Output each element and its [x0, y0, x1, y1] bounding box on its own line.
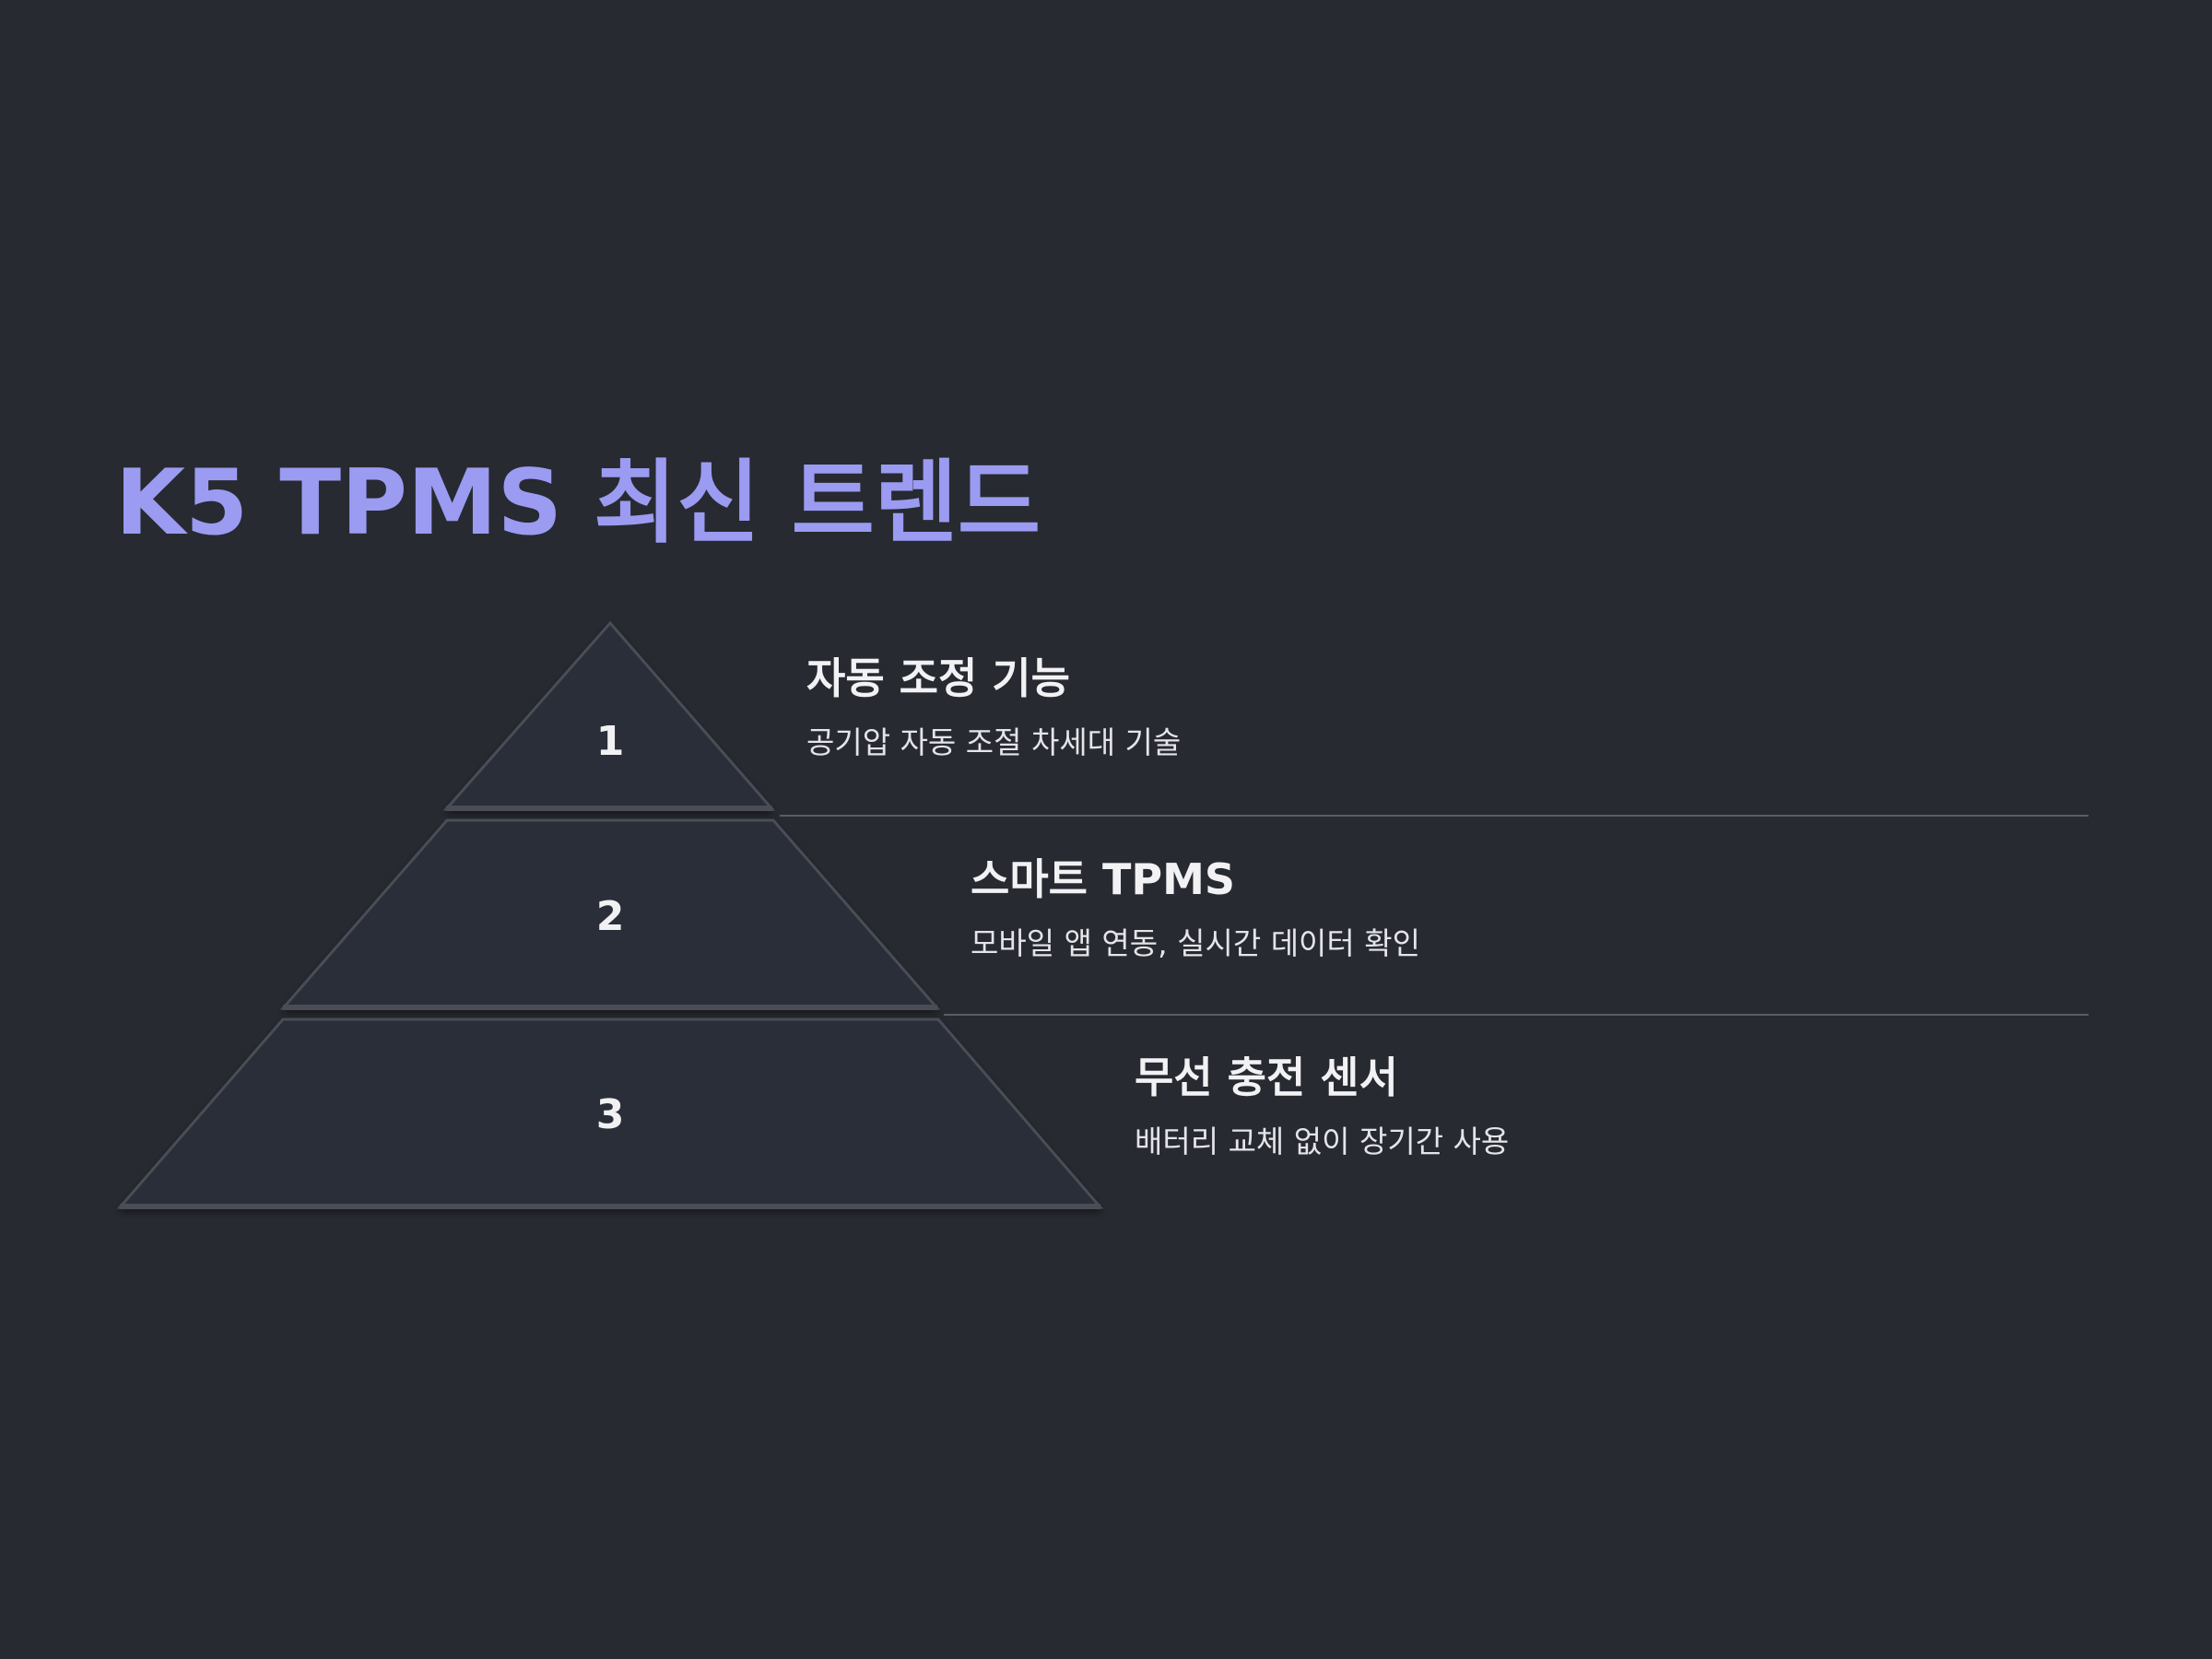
- tier-3-heading: 무선 충전 센서: [1135, 1053, 1398, 1102]
- tier-3-description: 배터리 교체 없이 장기간 사용: [1135, 1124, 1510, 1159]
- slide-title: K5 TPMS 최신 트렌드: [115, 451, 1041, 556]
- tier-2-text: 스마트 TPMS 모바일 앱 연동, 실시간 데이터 확인: [971, 852, 1420, 966]
- tier-1-text: 자동 조정 기능 공기압 자동 조절 차세대 기술: [806, 651, 1181, 765]
- pyramid-tier-1-base-edge: [446, 806, 772, 811]
- tier-2-heading: 스마트 TPMS: [971, 854, 1235, 904]
- tier-3-text: 무선 충전 센서 배터리 교체 없이 장기간 사용: [1135, 1050, 1509, 1164]
- tier-2-number: 2: [595, 893, 625, 940]
- pyramid-tier-3-base-edge: [120, 1204, 1100, 1209]
- tier-2-divider: [944, 1014, 2088, 1016]
- tier-1-divider: [780, 815, 2088, 817]
- pyramid-tier-2-base-edge: [283, 1005, 937, 1010]
- tier-1-number: 1: [595, 718, 625, 765]
- tier-3-number: 3: [595, 1091, 625, 1138]
- tier-1-description: 공기압 자동 조절 차세대 기술: [806, 724, 1182, 760]
- tier-2-description: 모바일 앱 연동, 실시간 데이터 확인: [971, 925, 1420, 961]
- tier-1-heading: 자동 조정 기능: [806, 653, 1070, 703]
